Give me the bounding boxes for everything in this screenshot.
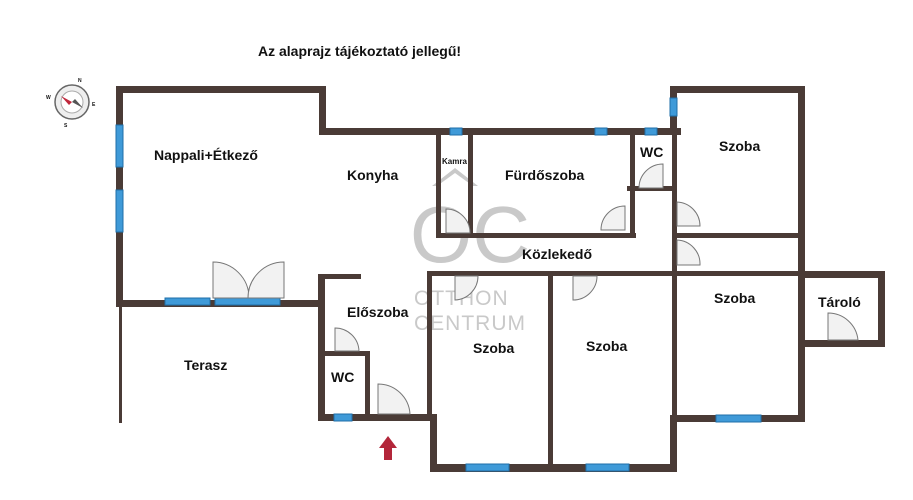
- watermark-line2: CENTRUM: [414, 312, 526, 335]
- door: [445, 208, 471, 234]
- window: [115, 124, 124, 168]
- door: [377, 383, 411, 415]
- door: [600, 205, 626, 231]
- window: [465, 463, 510, 472]
- window: [669, 97, 678, 117]
- room-label-nappali: Nappali+Étkező: [154, 147, 258, 163]
- room-labels: Nappali+Étkező Konyha Kamra Fürdőszoba W…: [154, 138, 861, 385]
- room-label-wc-top: WC: [640, 144, 663, 160]
- windows: [115, 97, 762, 472]
- door: [676, 239, 701, 266]
- compass-n: N: [78, 78, 82, 84]
- compass-w: W: [46, 95, 51, 101]
- door: [676, 201, 701, 227]
- door: [334, 327, 360, 352]
- compass-e: E: [92, 102, 96, 108]
- room-label-szoba-s1: Szoba: [473, 340, 514, 356]
- disclaimer-text: Az alaprajz tájékoztató jellegű!: [258, 43, 462, 59]
- window: [214, 297, 281, 306]
- room-label-szoba-ne: Szoba: [719, 138, 760, 154]
- room-label-eloszoba: Előszoba: [347, 304, 409, 320]
- compass-icon: N E S W: [46, 78, 96, 129]
- room-label-kamra: Kamra: [442, 157, 467, 166]
- window: [333, 413, 353, 422]
- door: [454, 275, 479, 301]
- window: [115, 189, 124, 233]
- door: [827, 312, 859, 341]
- window: [594, 127, 608, 136]
- window: [164, 297, 211, 306]
- room-label-szoba-s2: Szoba: [586, 338, 627, 354]
- window: [715, 414, 762, 423]
- room-label-szoba-e: Szoba: [714, 290, 755, 306]
- window: [644, 127, 658, 136]
- doors: [212, 163, 859, 415]
- room-label-terasz: Terasz: [184, 357, 227, 373]
- door: [247, 261, 285, 299]
- door: [212, 261, 250, 299]
- room-label-konyha: Konyha: [347, 167, 399, 183]
- window: [449, 127, 463, 136]
- room-label-wc-bottom: WC: [331, 369, 354, 385]
- compass-s: S: [64, 123, 68, 129]
- entrance-arrow-icon: [379, 436, 397, 460]
- window: [585, 463, 630, 472]
- room-label-kozlekedo: Közlekedő: [522, 246, 592, 262]
- room-label-tarolo: Tároló: [818, 294, 861, 310]
- room-label-furdoszoba: Fürdőszoba: [505, 167, 585, 183]
- door: [572, 275, 598, 301]
- door: [638, 163, 664, 189]
